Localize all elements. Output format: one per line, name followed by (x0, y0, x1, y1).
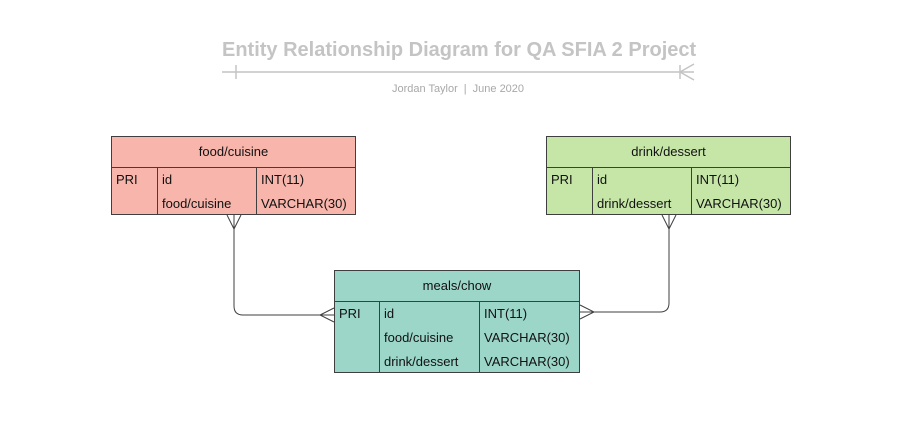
field-type: VARCHAR(30) (261, 196, 347, 211)
author-label: Jordan Taylor (391, 83, 458, 95)
field-name: drink/dessert (597, 196, 672, 211)
field-type: INT(11) (261, 172, 305, 187)
field-type-column: INT(11) VARCHAR(30) VARCHAR(30) (480, 302, 579, 373)
field-name: drink/dessert (384, 354, 459, 369)
diagram-title: Entity Relationship Diagram for QA SFIA … (222, 39, 697, 61)
entity-drink-dessert[interactable]: drink/dessert PRI id drink/dessert INT(1… (546, 136, 791, 215)
field-type: VARCHAR(30) (484, 354, 570, 369)
entity-body: PRI id food/cuisine INT(11) VARCHAR(30) (112, 168, 355, 215)
key-label: PRI (551, 172, 573, 187)
field-name: id (162, 172, 173, 187)
field-name: id (597, 172, 608, 187)
crowfoot-meals-left-end (318, 307, 335, 323)
subtitle-separator: | (463, 83, 467, 95)
entity-meals-chow[interactable]: meals/chow PRI id food/cuisine drink/des… (334, 270, 580, 373)
field-name: food/cuisine (162, 196, 232, 211)
crowfoot-food-end (226, 214, 242, 231)
crowfoot-drink-end (661, 214, 677, 231)
entity-title: food/cuisine (112, 137, 355, 168)
field-type: INT(11) (484, 306, 528, 321)
field-name-column: id food/cuisine (158, 168, 257, 215)
entity-title: meals/chow (335, 271, 579, 302)
crowfoot-meals-right-end (579, 304, 596, 320)
title-underline (222, 63, 695, 81)
field-name-column: id food/cuisine drink/dessert (380, 302, 480, 373)
key-label: PRI (116, 172, 138, 187)
field-type-column: INT(11) VARCHAR(30) (692, 168, 790, 215)
key-label: PRI (339, 306, 361, 321)
field-name: food/cuisine (384, 330, 454, 345)
date-label: June 2020 (472, 83, 525, 95)
field-type: INT(11) (696, 172, 740, 187)
key-column: PRI (335, 302, 380, 373)
entity-food-cuisine[interactable]: food/cuisine PRI id food/cuisine INT(11)… (111, 136, 356, 215)
field-type: VARCHAR(30) (696, 196, 782, 211)
entity-body: PRI id drink/dessert INT(11) VARCHAR(30) (547, 168, 790, 215)
field-type-column: INT(11) VARCHAR(30) (257, 168, 355, 215)
field-name: id (384, 306, 395, 321)
diagram-subtitle: Jordan Taylor | June 2020 (222, 83, 694, 95)
relationship-food-meals (226, 214, 335, 323)
field-name-column: id drink/dessert (593, 168, 692, 215)
entity-body: PRI id food/cuisine drink/dessert INT(11… (335, 302, 579, 373)
field-type: VARCHAR(30) (484, 330, 570, 345)
key-column: PRI (112, 168, 158, 215)
key-column: PRI (547, 168, 593, 215)
entity-title: drink/dessert (547, 137, 790, 168)
relationship-drink-meals (579, 214, 677, 320)
